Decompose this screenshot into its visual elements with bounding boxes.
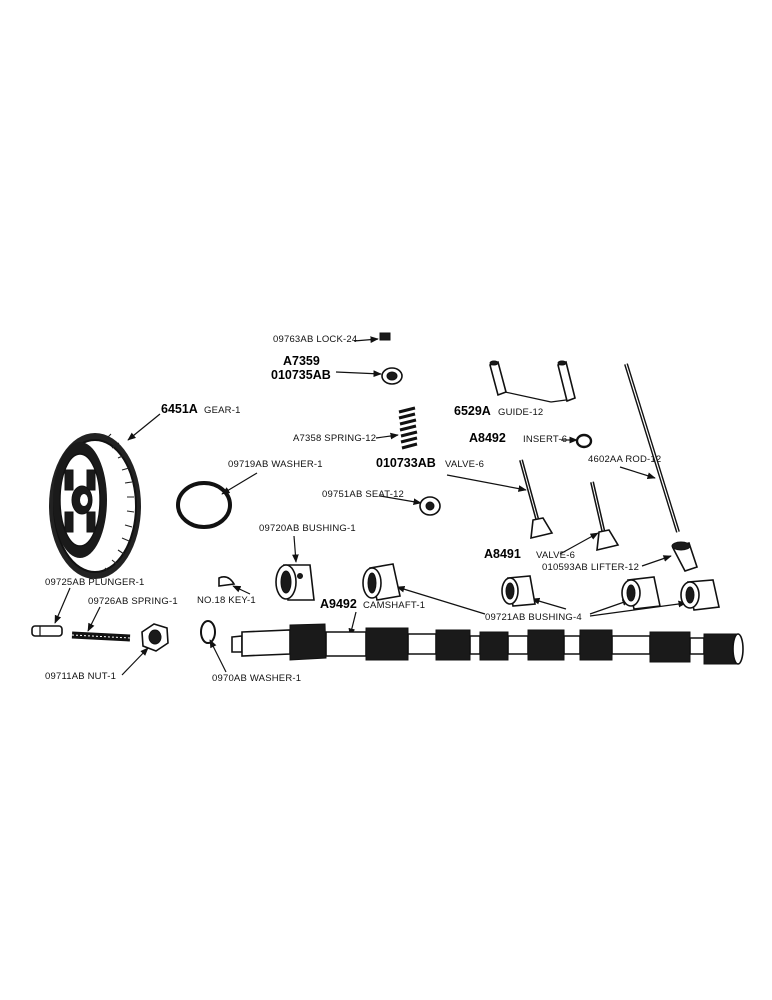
- gear-number: 6451A: [161, 402, 198, 416]
- guide-parts: [489, 360, 576, 403]
- seat-label: 09751AB SEAT-12: [322, 489, 404, 500]
- washer2-part: [200, 620, 216, 644]
- rod-label: 4602AA ROD-12: [588, 454, 661, 465]
- valve-in-number: A8491: [484, 547, 521, 561]
- valve-in-label: VALVE-6: [536, 550, 575, 561]
- bushing1-label: 09720AB BUSHING-1: [259, 523, 356, 534]
- insert-number: A8492: [469, 431, 506, 445]
- plunger-part: [31, 625, 63, 637]
- spring1-label: 09726AB SPRING-1: [88, 596, 178, 607]
- camshaft-number: A9492: [320, 597, 357, 611]
- guide-label: GUIDE-12: [498, 407, 543, 418]
- part-labels: 09763AB LOCK-24 A7359 010735AB 6451A GEA…: [45, 334, 661, 684]
- gear-label: GEAR-1: [204, 405, 241, 416]
- valve-ex-label: VALVE-6: [445, 459, 484, 470]
- gear-part: [49, 433, 141, 579]
- exhaust-valve-part: [519, 459, 554, 540]
- washer1-part: [176, 481, 232, 529]
- retainer-number-2: 010735AB: [271, 368, 331, 382]
- plunger-spring-part: [71, 631, 131, 642]
- retainer-number-1: A7359: [283, 354, 320, 368]
- leader-lines: [54, 336, 687, 676]
- washer2-label: 0970AB WASHER-1: [212, 673, 301, 684]
- spring12-label: A7358 SPRING-12: [293, 433, 376, 444]
- valve-spring-part: [398, 406, 418, 450]
- bushing4-label: 09721AB BUSHING-4: [485, 612, 582, 623]
- bushing1-part: [275, 564, 315, 601]
- bushing4-parts: [362, 563, 720, 611]
- plunger-label: 09725AB PLUNGER-1: [45, 577, 145, 588]
- guide-number: 6529A: [454, 404, 491, 418]
- insert-part: [575, 433, 593, 449]
- camshaft-label: CAMSHAFT-1: [363, 600, 425, 611]
- nut-label: 09711AB NUT-1: [45, 671, 116, 682]
- seat-part: [419, 496, 441, 516]
- lock-label: 09763AB LOCK-24: [273, 334, 357, 345]
- lock-part: [379, 332, 391, 341]
- retainer-part: [381, 367, 403, 385]
- valve-ex-number: 010733AB: [376, 456, 436, 470]
- lifter-label: 010593AB LIFTER-12: [542, 562, 639, 573]
- push-rod-part: [624, 363, 680, 533]
- insert-label: INSERT-6: [523, 434, 567, 445]
- nut-part: [141, 623, 169, 652]
- lifter-part: [671, 541, 699, 572]
- woodruff-key-part: [218, 576, 236, 587]
- washer1-label: 09719AB WASHER-1: [228, 459, 323, 470]
- key-label: NO.18 KEY-1: [197, 595, 256, 606]
- camshaft-part: [231, 623, 744, 665]
- intake-valve-part: [590, 481, 620, 552]
